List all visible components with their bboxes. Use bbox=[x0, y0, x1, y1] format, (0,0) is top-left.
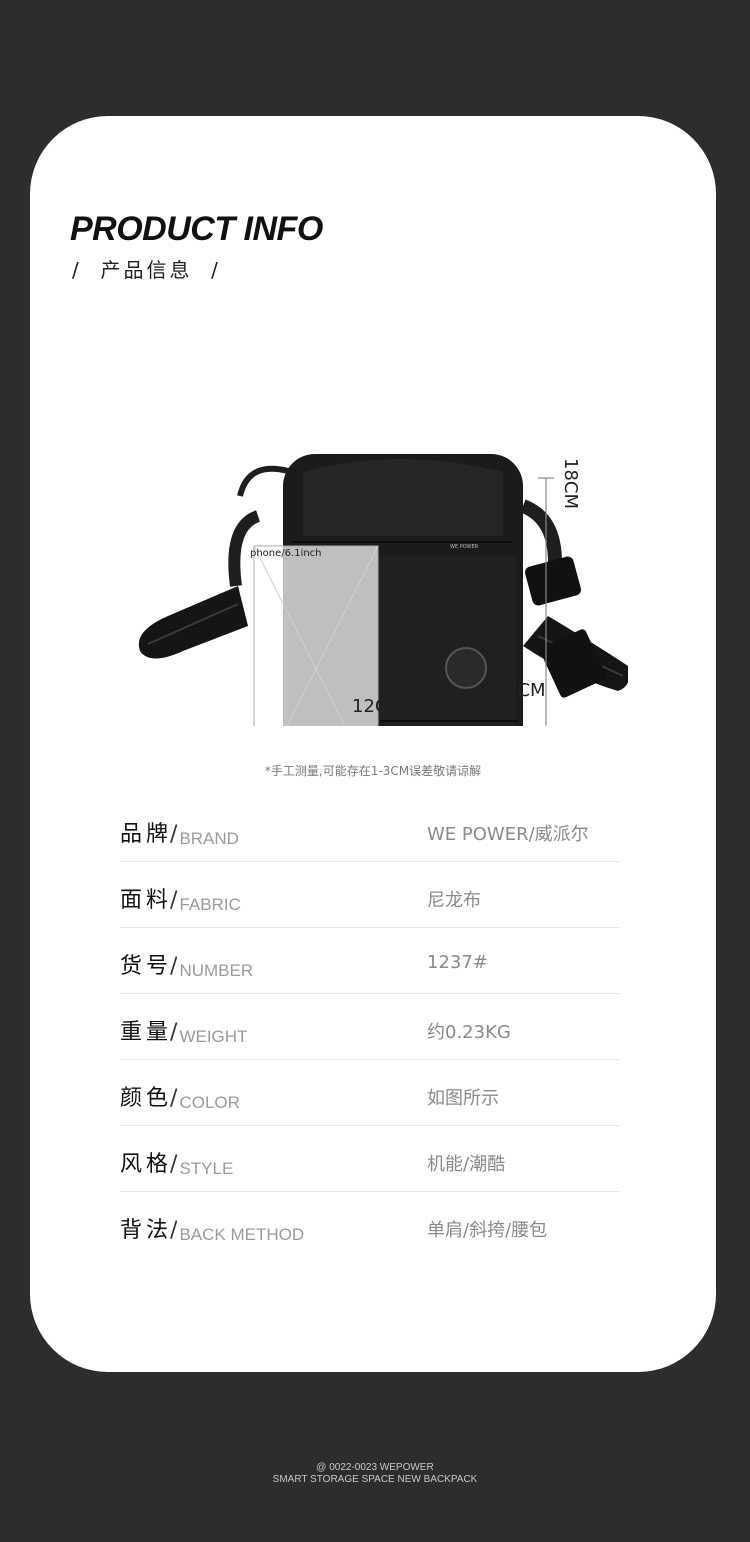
logo-badge bbox=[445, 647, 487, 689]
spec-row-fabric: 面料/FABRIC 尼龙布 bbox=[120, 862, 620, 928]
footer: @ 0022-0023 WEPOWER SMART STORAGE SPACE … bbox=[0, 1462, 750, 1486]
measurement-note: *手工测量,可能存在1-3CM误差敬请谅解 bbox=[264, 764, 482, 778]
spec-value: 单肩/斜挎/腰包 bbox=[427, 1220, 548, 1241]
spec-row-color: 颜色/COLOR 如图所示 bbox=[120, 1060, 620, 1126]
spec-label-en: BRAND bbox=[179, 829, 239, 848]
buckle-upper bbox=[525, 556, 581, 606]
spec-label-zh: 货号 bbox=[120, 954, 173, 979]
bag-dimension-diagram bbox=[138, 454, 628, 726]
depth-dimension-label: 6CM bbox=[506, 680, 546, 701]
spec-label-zh: 颜色 bbox=[120, 1086, 173, 1111]
spec-value: 1237# bbox=[427, 952, 488, 973]
spec-label-zh: 面料 bbox=[120, 888, 173, 913]
spec-table: 品牌/BRAND WE POWER/威派尔 面料/FABRIC 尼龙布 货号/N… bbox=[120, 796, 620, 1257]
spec-row-weight: 重量/WEIGHT 约0.23KG bbox=[120, 994, 620, 1060]
spec-label-zh: 背法 bbox=[120, 1218, 173, 1243]
spec-label-zh: 重量 bbox=[120, 1020, 173, 1045]
footer-copyright: @ 0022-0023 WEPOWER bbox=[316, 1462, 434, 1473]
spec-value: 机能/潮酷 bbox=[427, 1154, 506, 1175]
spec-label-en: BACK METHOD bbox=[179, 1225, 305, 1244]
page-title: PRODUCT INFO bbox=[70, 210, 323, 248]
logo-text: WE POWER bbox=[450, 544, 479, 550]
width-dimension-label: 12CM bbox=[352, 696, 404, 717]
spec-label-zh: 风格 bbox=[120, 1152, 173, 1177]
spec-label-zh: 品牌 bbox=[120, 822, 173, 847]
spec-label-en: WEIGHT bbox=[179, 1027, 248, 1046]
spec-label-en: COLOR bbox=[179, 1093, 240, 1112]
bag-top bbox=[303, 459, 503, 536]
buckle-lower bbox=[540, 629, 607, 698]
spec-row-back-method: 背法/BACK METHOD 单肩/斜挎/腰包 bbox=[120, 1218, 548, 1244]
page-subtitle: / 产品信息 / bbox=[72, 258, 221, 282]
spec-value: 如图所示 bbox=[427, 1088, 499, 1109]
phone-overlay bbox=[253, 545, 379, 726]
product-illustration bbox=[128, 346, 628, 726]
spec-row-brand: 品牌/BRAND WE POWER/威派尔 bbox=[120, 796, 620, 862]
spec-value: 尼龙布 bbox=[427, 890, 481, 911]
spec-row-number: 货号/NUMBER 1237# bbox=[120, 928, 620, 994]
spec-label-en: NUMBER bbox=[179, 961, 254, 980]
spec-label-en: FABRIC bbox=[179, 895, 241, 914]
strap-left bbox=[138, 586, 248, 659]
spec-value: WE POWER/威派尔 bbox=[427, 824, 589, 845]
spec-value: 约0.23KG bbox=[427, 1022, 511, 1043]
spec-label-en: STYLE bbox=[179, 1159, 234, 1178]
phone-label: phone/6.1inch bbox=[250, 548, 322, 559]
footer-tagline: SMART STORAGE SPACE NEW BACKPACK bbox=[272, 1474, 478, 1485]
product-info-card: PRODUCT INFO / 产品信息 / bbox=[30, 116, 716, 1372]
height-dimension-label: 18CM bbox=[560, 458, 581, 510]
spec-row-style: 风格/STYLE 机能/潮酷 bbox=[120, 1126, 620, 1192]
